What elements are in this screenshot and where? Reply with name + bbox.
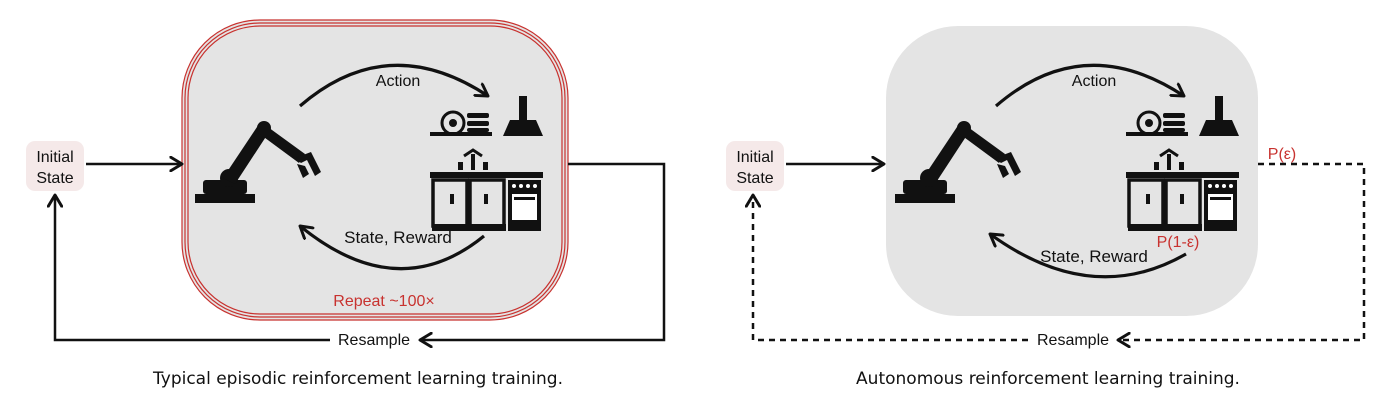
p-eps-label: P(ε) [1268, 146, 1296, 163]
action-label: Action [376, 73, 420, 90]
left-caption: Typical episodic reinforcement learning … [152, 369, 563, 389]
initial-state-label: Initial [36, 149, 73, 166]
state-reward-arrow [300, 226, 486, 271]
state-reward-arrow-right [990, 234, 1187, 279]
resample-label-right: Resample [1037, 332, 1109, 349]
action-arrow-right [994, 63, 1184, 108]
right-caption: Autonomous reinforcement learning traini… [856, 369, 1240, 389]
action-arrow [298, 63, 488, 108]
repeat-label: Repeat ~100× [333, 293, 434, 310]
resample-path [420, 162, 666, 340]
right-panel: Initial State Resample Action State, Rew… [726, 26, 1366, 389]
resample-label: Resample [338, 332, 410, 349]
initial-state-box-right [726, 141, 784, 191]
left-panel: Initial State Resample Action State, Rew… [26, 19, 666, 389]
initial-state-box [26, 141, 84, 191]
svg-text:State: State [36, 170, 73, 187]
state-reward-label: State, Reward [344, 228, 452, 247]
p-one-minus-eps-label: P(1-ε) [1157, 234, 1200, 251]
svg-text:Initial: Initial [736, 149, 773, 166]
svg-text:Action: Action [1072, 73, 1116, 90]
autonomous-loop-box [886, 26, 1258, 316]
svg-text:State: State [736, 170, 773, 187]
svg-text:State, Reward: State, Reward [1040, 247, 1148, 266]
